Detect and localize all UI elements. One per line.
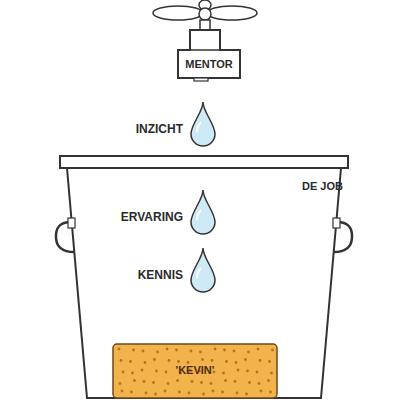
water-drop: KENNIS [191, 248, 215, 292]
water-drop: INZICHT [191, 102, 215, 146]
water-drop-outline [191, 248, 215, 292]
node-label: INZICHT [136, 122, 183, 136]
mentor-tap: MENTOR [150, 0, 260, 80]
kevin-sponge: 'KEVIN' [113, 344, 277, 398]
node-label: DE JOB [302, 180, 343, 192]
node-label: ERVARING [121, 210, 183, 224]
node-label: KENNIS [138, 268, 183, 282]
node-label: MENTOR [178, 58, 240, 70]
water-drop-outline [191, 190, 215, 234]
water-drop: ERVARING [191, 190, 215, 234]
node-label: 'KEVIN' [113, 364, 277, 376]
job-bucket: ERVARING KENNIS 'KEVIN' DE JOB [55, 150, 353, 402]
water-drop-outline [191, 102, 215, 146]
